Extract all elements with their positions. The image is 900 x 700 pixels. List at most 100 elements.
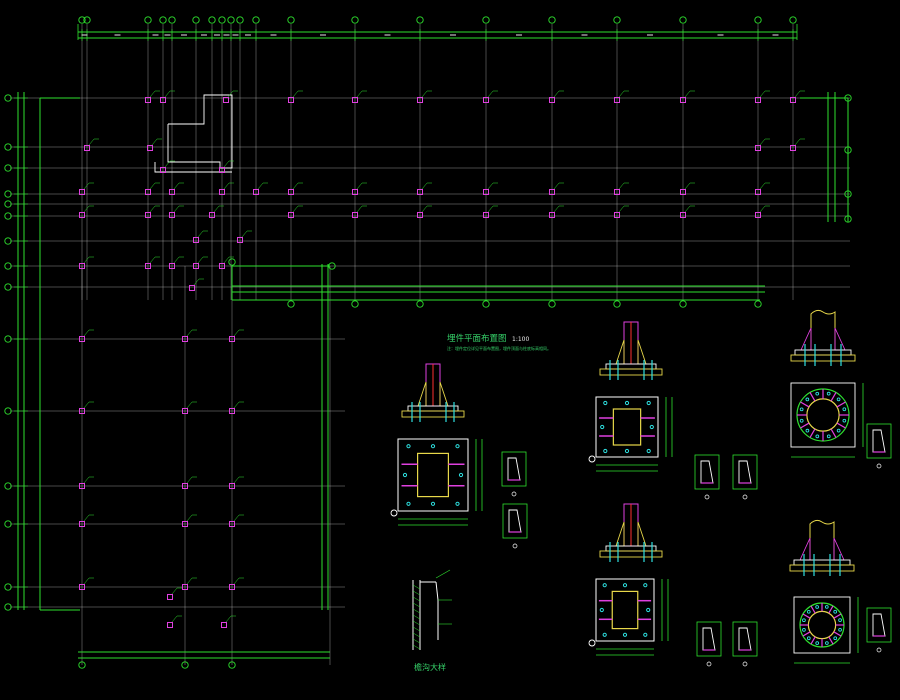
bolt-hole	[806, 636, 811, 641]
bolt-hole	[815, 605, 819, 609]
leader-line	[421, 205, 428, 213]
axis-bubble-icon	[844, 146, 852, 154]
base-plate-plan	[595, 578, 655, 642]
leader-line	[164, 160, 171, 168]
leader-line	[759, 205, 766, 213]
bolt-hole	[455, 501, 460, 506]
bolt-hole	[842, 407, 847, 412]
embed-plate-icon	[167, 622, 173, 628]
leader-line	[83, 401, 90, 409]
bolt-hole	[458, 472, 464, 478]
embed-plate-icon	[209, 212, 215, 218]
leader-line	[553, 205, 560, 213]
embed-plate-icon	[549, 189, 555, 195]
bolt-hole	[802, 628, 806, 632]
embed-plate-icon	[288, 189, 294, 195]
bolt-hole	[406, 501, 411, 506]
base-plate-plan	[793, 596, 851, 654]
leader-line	[223, 256, 230, 264]
embed-plate-icon	[79, 212, 85, 218]
leader-line	[193, 278, 200, 286]
radial-rib	[836, 401, 846, 408]
axis-bubble-icon	[548, 16, 556, 24]
hatch-line	[412, 632, 421, 638]
stiffener	[833, 537, 845, 561]
embed-plate-icon	[483, 212, 489, 218]
bolt-hole	[825, 641, 829, 645]
embed-plate-icon	[79, 189, 85, 195]
bolt-hole	[806, 609, 811, 614]
axis-bubble-icon	[228, 258, 236, 266]
bolt-hole	[836, 428, 841, 433]
embed-plate-icon	[145, 212, 151, 218]
axis-bubble-icon	[4, 94, 12, 102]
radial-rib	[830, 392, 837, 402]
radial-rib	[802, 613, 811, 619]
bolt-hole	[646, 448, 651, 454]
axis-bubble-icon	[416, 16, 424, 24]
radial-rib	[828, 605, 834, 614]
leader-line	[149, 205, 156, 213]
axis-bubble-icon	[482, 300, 490, 308]
axis-bubble-icon	[4, 200, 12, 208]
embed-plate-icon	[417, 189, 423, 195]
column-outline	[611, 590, 639, 630]
round-column-elevation	[809, 519, 835, 560]
rib-detail-frame	[866, 423, 892, 459]
axis-bubble-icon	[4, 262, 12, 270]
rib-detail-shape	[700, 460, 714, 484]
concrete-top	[401, 410, 465, 418]
embed-plate-icon	[169, 263, 175, 269]
axis-bubble-icon	[287, 300, 295, 308]
section-marker-icon	[704, 494, 710, 500]
axis-bubble-icon	[4, 520, 12, 528]
hatch-line	[412, 584, 421, 590]
bolt-hole	[799, 418, 804, 423]
bolt-hole	[622, 583, 628, 588]
column-outline	[612, 408, 642, 446]
section-marker-icon	[706, 661, 712, 667]
opening-outline	[167, 94, 233, 169]
base-plate	[407, 405, 459, 412]
concrete-top	[599, 368, 663, 376]
leader-line	[83, 256, 90, 264]
leader-line	[186, 514, 193, 522]
bolt-hole	[833, 609, 838, 614]
section-marker-icon	[876, 463, 882, 469]
rib-detail-frame	[732, 621, 758, 657]
axis-bubble-icon	[789, 16, 797, 24]
bolt-hole	[430, 444, 436, 449]
radial-rib	[833, 613, 842, 619]
axis-bubble-icon	[287, 16, 295, 24]
axis-bubble-icon	[4, 143, 12, 151]
bolt-hole	[624, 400, 630, 406]
embed-plate-icon	[229, 521, 235, 527]
radial-rib	[830, 428, 837, 438]
detail-label: 檐沟大样	[414, 662, 446, 672]
stiffener	[799, 537, 811, 561]
rib-detail-frame	[502, 503, 528, 539]
drawing-title: 埋件平面布置图	[447, 333, 507, 344]
embed-plate-icon	[221, 622, 227, 628]
leader-line	[223, 160, 230, 168]
axis-bubble-icon	[144, 16, 152, 24]
embed-plate-icon	[483, 189, 489, 195]
leader-line	[759, 182, 766, 190]
column-outline	[417, 452, 450, 498]
section-marker-icon	[512, 543, 518, 549]
embed-plate-icon	[352, 97, 358, 103]
leader-line	[684, 205, 691, 213]
embed-plate-icon	[680, 97, 686, 103]
rib-detail-shape	[508, 509, 522, 533]
leader-line	[197, 230, 204, 238]
embed-plate-icon	[755, 189, 761, 195]
hatch-line	[412, 596, 421, 602]
axis-bubble-icon	[548, 300, 556, 308]
bolt-hole	[646, 607, 651, 613]
embed-plate-icon	[755, 145, 761, 151]
axis-bubble-icon	[4, 283, 12, 291]
embed-plate-icon	[219, 263, 225, 269]
grid-lines	[10, 24, 850, 665]
leader-line	[233, 329, 240, 337]
